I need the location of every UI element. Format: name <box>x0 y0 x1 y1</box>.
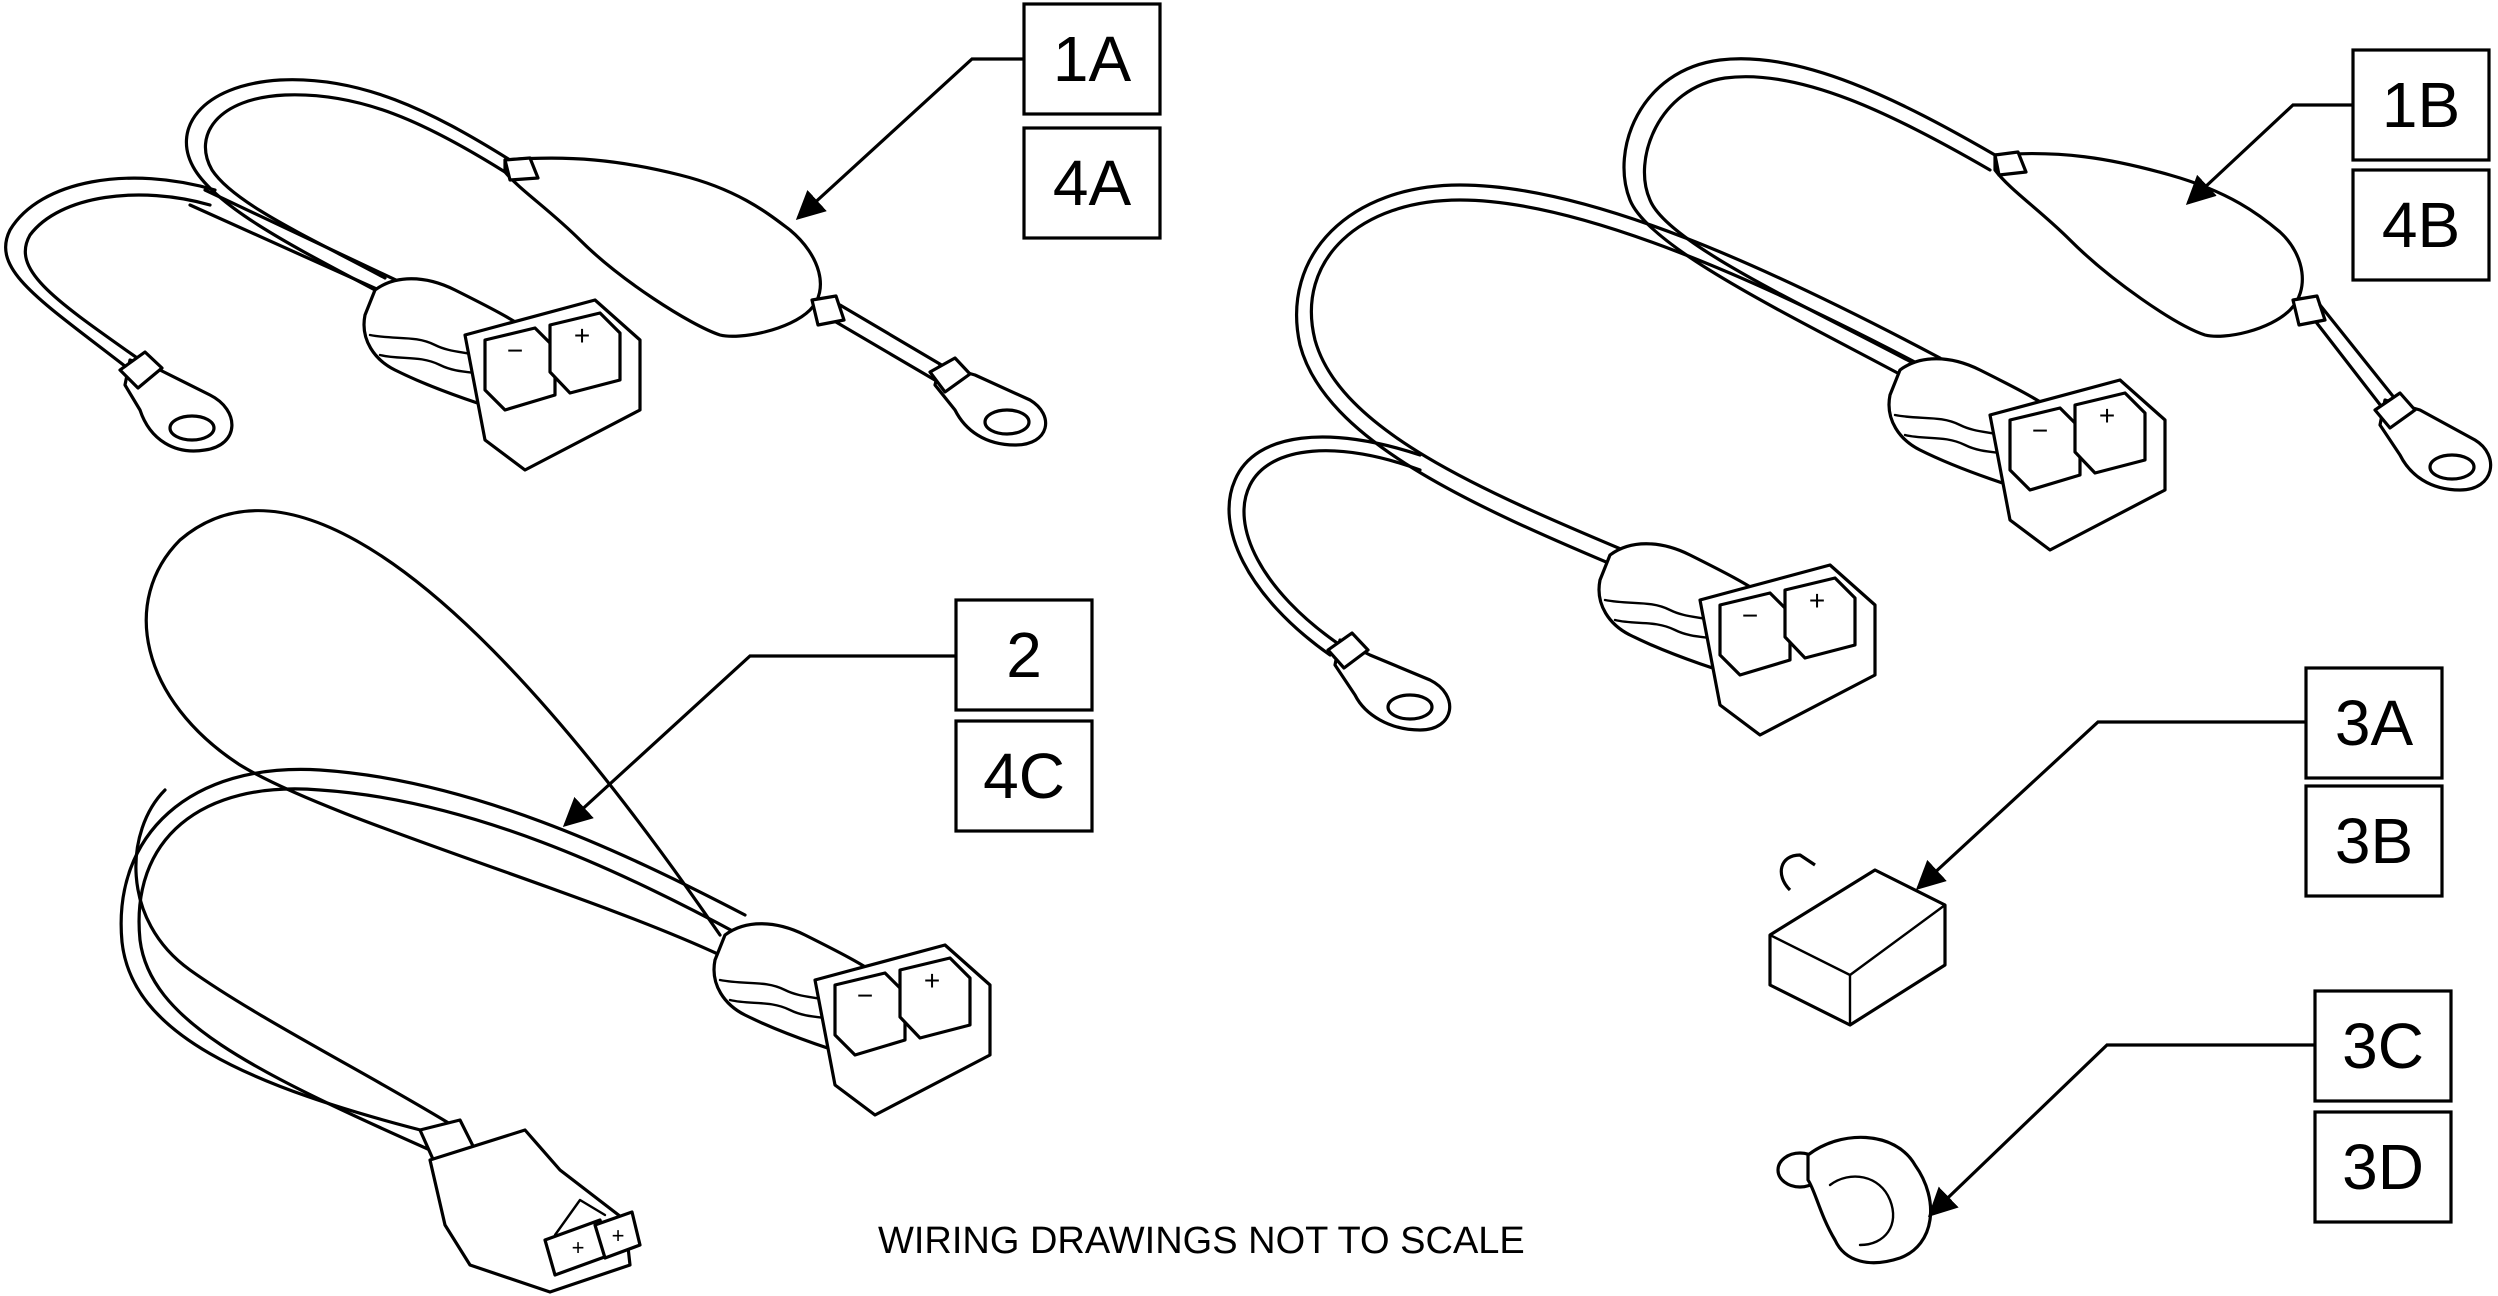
callout-2: 2 <box>954 598 1094 712</box>
cable-loop-2 <box>134 509 722 1132</box>
small-plug-2: + + <box>418 1118 642 1294</box>
callout-4c-label: 4C <box>983 740 1065 812</box>
minus-symbol: − <box>507 335 523 366</box>
leader-3a <box>1915 720 2306 890</box>
plus-symbol: + <box>574 320 590 351</box>
scale-note: WIRING DRAWINGS NOT TO SCALE <box>878 1220 1525 1262</box>
connector-1b-upper: − + <box>1887 357 2167 552</box>
leader-1a <box>795 57 1024 220</box>
callout-4b: 4B <box>2351 168 2491 282</box>
minus-symbol: − <box>1742 600 1758 631</box>
fuse-holder-1b <box>1993 150 2327 338</box>
fuse-holder-1a <box>503 156 846 338</box>
harness-1b-4b: − + − + <box>1227 57 2493 737</box>
callout-1b: 1B <box>2351 48 2491 162</box>
minus-symbol: − <box>857 980 873 1011</box>
callout-3d: 3D <box>2313 1110 2453 1224</box>
harness-1a-4a: − + <box>4 78 1048 472</box>
callout-3a: 3A <box>2304 666 2444 780</box>
plus-symbol: + <box>1809 585 1825 616</box>
ring-terminal-1b-right <box>2373 391 2493 492</box>
connector-2: − + <box>712 922 992 1117</box>
callout-3c-label: 3C <box>2342 1010 2424 1082</box>
callout-4a-label: 4A <box>1053 147 1132 219</box>
callout-3b: 3B <box>2304 784 2444 898</box>
cable-outer-loop-1b <box>1294 183 1942 572</box>
cable-upper-loop-1b <box>1622 57 1997 387</box>
leader-2 <box>562 654 956 827</box>
fuse-wire-right-1b <box>2314 303 2402 417</box>
callout-3a-label: 3A <box>2335 687 2414 759</box>
terminal-boot-3c <box>1776 1135 1933 1265</box>
callout-3c: 3C <box>2313 989 2453 1103</box>
plug-plus-right: + <box>612 1223 625 1248</box>
leader-1b <box>2185 103 2353 205</box>
ring-terminal-1b-left <box>1326 631 1452 732</box>
connector-1a: − + <box>362 277 642 472</box>
plus-symbol: + <box>924 965 940 996</box>
terminal-cover-3a <box>1768 853 1947 1027</box>
plug-plus-left: + <box>572 1235 585 1260</box>
connector-1b-lower: − + <box>1597 542 1877 737</box>
cable-to-connector-1a <box>188 188 402 297</box>
minus-symbol: − <box>2032 415 2048 446</box>
callout-4c: 4C <box>954 719 1094 833</box>
fuse-wire-right-1a <box>834 303 952 385</box>
cable-main-2 <box>119 767 747 1152</box>
callout-4a: 4A <box>1022 126 1162 240</box>
harness-2-4c: − + + + <box>119 509 992 1294</box>
callout-3b-label: 3B <box>2335 805 2413 877</box>
callout-2-label: 2 <box>1006 619 1042 691</box>
callout-4b-label: 4B <box>2382 189 2460 261</box>
ring-wire-lower-1b <box>1227 435 1422 657</box>
callout-1a: 1A <box>1022 2 1162 116</box>
ring-wire-left <box>4 176 217 372</box>
callout-1a-label: 1A <box>1053 23 1132 95</box>
callout-1b-label: 1B <box>2382 69 2460 141</box>
callout-3d-label: 3D <box>2342 1131 2424 1203</box>
leader-3c <box>1927 1043 2315 1217</box>
plus-symbol: + <box>2099 400 2115 431</box>
ring-terminal-1a-right <box>928 356 1048 447</box>
ring-terminal-left <box>118 350 234 453</box>
cable-upper-loop <box>184 78 512 292</box>
